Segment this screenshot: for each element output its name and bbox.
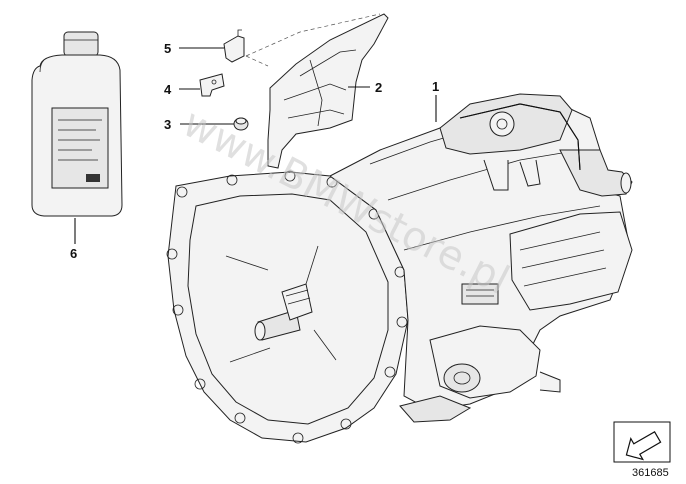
leader-lines [74, 47, 437, 244]
bracket-part-4[interactable] [199, 73, 225, 97]
oil-bottle[interactable] [31, 31, 123, 217]
orientation-arrow-icon [613, 421, 671, 463]
callout-2: 2 [375, 80, 382, 95]
callout-6: 6 [70, 246, 77, 261]
callout-4: 4 [164, 82, 172, 97]
reference-number: 361685 [632, 467, 669, 479]
bracket-part-5[interactable] [223, 29, 245, 63]
transmission-assembly-part-1[interactable] [166, 93, 633, 444]
callout-3: 3 [164, 117, 171, 132]
callout-1: 1 [432, 79, 439, 94]
callout-5: 5 [164, 41, 171, 56]
plug-part-3[interactable] [233, 117, 249, 131]
heat-shield-part-2[interactable] [267, 13, 389, 169]
